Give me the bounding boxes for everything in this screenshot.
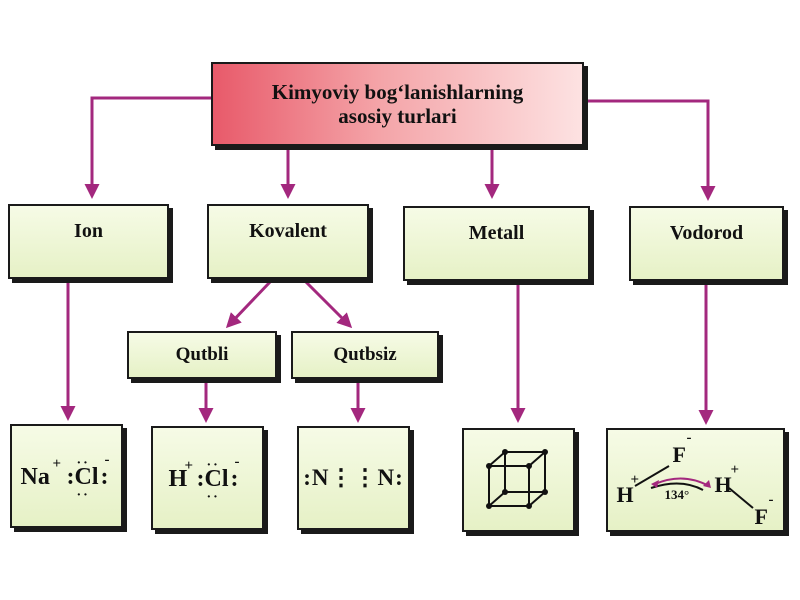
example-ion-box: Na + : Cl : ·· ·· - bbox=[10, 424, 123, 528]
type-kovalent-box: Kovalent bbox=[207, 204, 369, 279]
ion-cation-charge: + bbox=[52, 456, 62, 472]
vodorod-h2: H bbox=[714, 472, 732, 497]
type-ion-label: Ion bbox=[74, 220, 103, 242]
title-line-1: Kimyoviy bog‘lanishlarning bbox=[271, 80, 524, 104]
ion-anion: Cl bbox=[74, 464, 99, 490]
type-metall-label: Metall bbox=[468, 222, 525, 244]
qutbli-atom2-top-dots: ·· bbox=[206, 458, 220, 473]
type-vodorod-box: Vodorod bbox=[629, 206, 784, 281]
arrow-kovalent-to-qutbsiz bbox=[304, 280, 353, 329]
ion-anion-right-dots: : bbox=[100, 464, 109, 490]
vodorod-bonds bbox=[633, 465, 754, 509]
ion-anion-top-dots: ·· bbox=[76, 456, 90, 471]
vodorod-angle: 134° bbox=[664, 487, 690, 502]
vodorod-structure: H + F - 134° H + F - bbox=[611, 430, 781, 529]
subtype-qutbli-box: Qutbli bbox=[127, 331, 277, 379]
ion-cation: Na bbox=[20, 464, 50, 490]
vodorod-h1-charge: + bbox=[630, 472, 640, 488]
subtype-qutbli-label: Qutbli bbox=[175, 344, 229, 365]
qutbsiz-formula: :N⋮⋮N: bbox=[303, 465, 404, 490]
vodorod-f2: F bbox=[754, 504, 768, 529]
qutbli-atom2-right-dots: : bbox=[230, 466, 239, 492]
qutbli-atom2-left-dots: : bbox=[196, 466, 205, 492]
qutbli-atom2-bottom-dots: ·· bbox=[206, 490, 220, 505]
example-qutbli-box: H + : Cl : ·· ·· - bbox=[151, 426, 264, 530]
arrow-kovalent-to-qutbli bbox=[225, 280, 272, 329]
ion-anion-bottom-dots: ·· bbox=[76, 488, 90, 503]
vodorod-h1: H bbox=[616, 482, 634, 507]
qutbli-formula: H + : Cl : ·· ·· - bbox=[163, 448, 253, 508]
example-vodorod-box: H + F - 134° H + F - bbox=[606, 428, 785, 532]
subtype-qutbsiz-box: Qutbsiz bbox=[291, 331, 439, 379]
vodorod-h2-charge: + bbox=[730, 462, 740, 478]
type-vodorod-label: Vodorod bbox=[669, 222, 744, 244]
ion-anion-charge: - bbox=[104, 452, 110, 468]
qutbli-atom2: Cl bbox=[204, 466, 229, 492]
ion-formula: Na + : Cl : ·· ·· - bbox=[17, 446, 117, 506]
type-metall-box: Metall bbox=[403, 206, 590, 281]
qutbli-atom2-charge: - bbox=[234, 454, 240, 470]
subtype-qutbsiz-label: Qutbsiz bbox=[333, 344, 397, 365]
vodorod-f1-charge: - bbox=[686, 430, 692, 446]
type-kovalent-label: Kovalent bbox=[249, 220, 327, 242]
arrow-title-to-vodorod bbox=[584, 99, 716, 201]
qutbli-atom1-charge: + bbox=[184, 458, 194, 474]
ion-anion-left-dots: : bbox=[66, 464, 75, 490]
cube-lattice-icon bbox=[485, 449, 548, 509]
title-line-2: asosiy turlari bbox=[338, 104, 457, 128]
example-qutbsiz-box: :N⋮⋮N: bbox=[297, 426, 410, 530]
diagram-title: Kimyoviy bog‘lanishlarning asosiy turlar… bbox=[211, 62, 584, 146]
type-ion-box: Ion bbox=[8, 204, 169, 279]
vodorod-f2-charge: - bbox=[768, 492, 774, 508]
arrow-title-to-ion bbox=[84, 96, 212, 199]
example-metall-box bbox=[462, 428, 575, 532]
qutbli-atom1: H bbox=[168, 466, 188, 492]
vodorod-f1: F bbox=[672, 442, 686, 467]
